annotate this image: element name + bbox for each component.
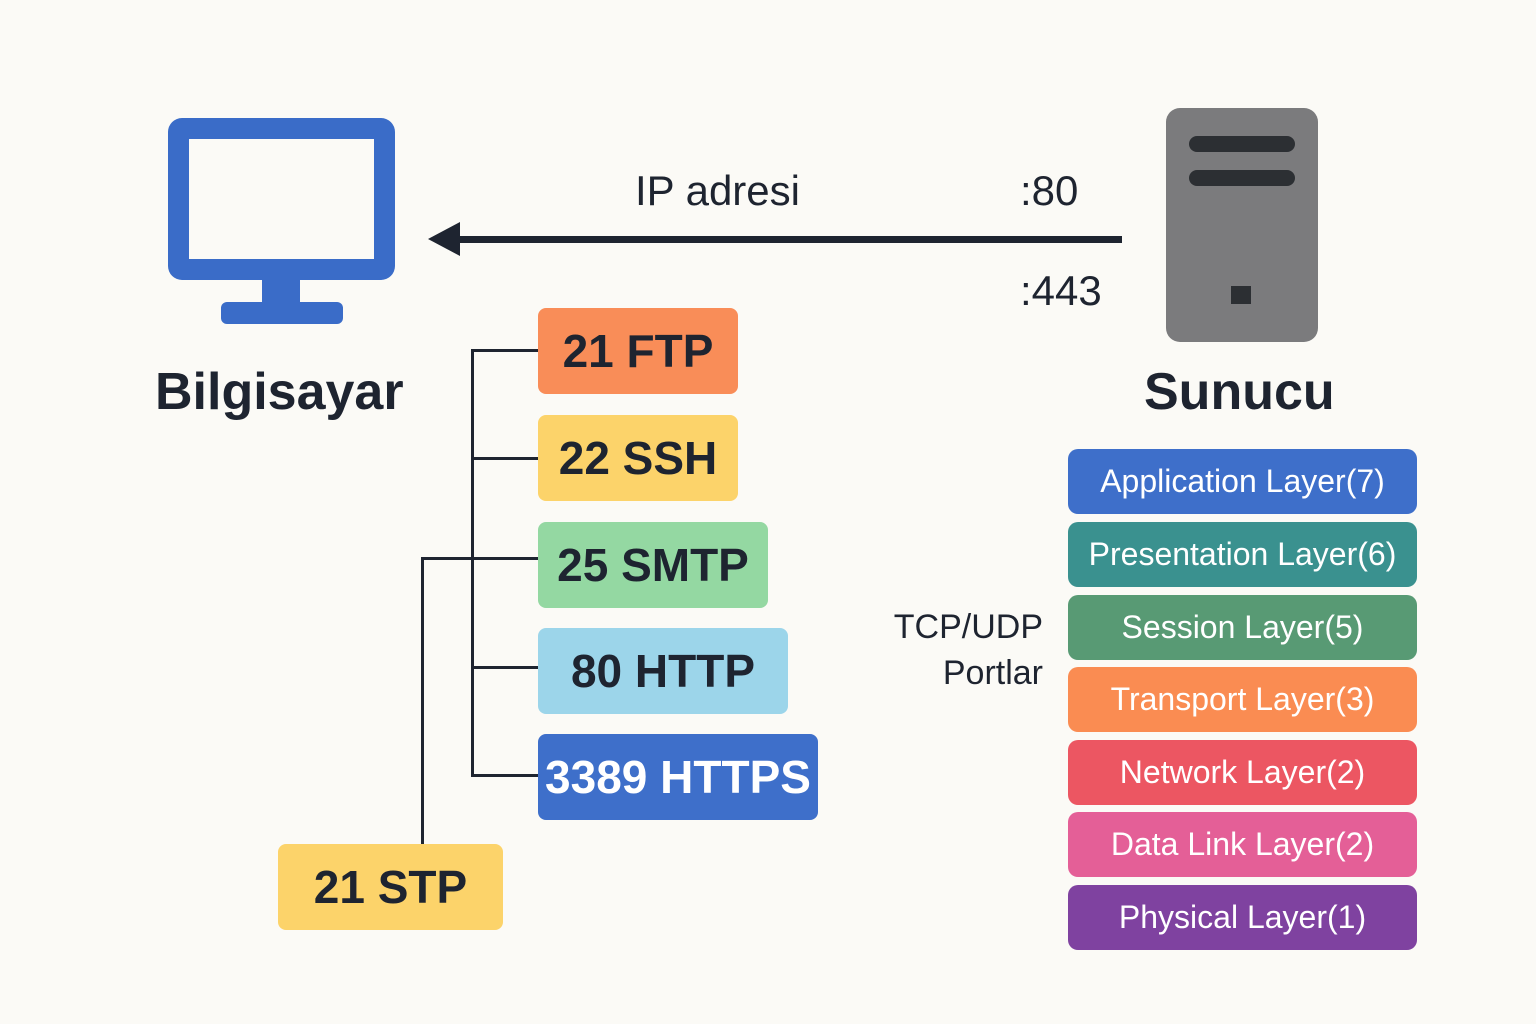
port-box-https: 3389 HTTPS — [538, 734, 818, 820]
monitor-base — [221, 302, 343, 324]
ip-address-label: IP adresi — [635, 167, 800, 214]
monitor-screen — [168, 118, 395, 280]
server-power-indicator — [1231, 286, 1251, 304]
tree-branch-line — [471, 666, 539, 669]
arrow-left-icon — [428, 222, 460, 256]
port-box-http: 80 HTTP — [538, 628, 788, 714]
tree-branch-line — [471, 457, 539, 460]
tree-trunk-line — [471, 349, 474, 777]
osi-layer-application: Application Layer(7) — [1068, 449, 1417, 514]
port-box-smtp: 25 SMTP — [538, 522, 768, 608]
tree-branch-line — [471, 349, 539, 352]
computer-label: Bilgisayar — [155, 363, 404, 421]
tree-branch-line — [421, 557, 539, 560]
osi-layer-network: Network Layer(2) — [1068, 740, 1417, 805]
osi-layer-data-link: Data Link Layer(2) — [1068, 812, 1417, 877]
tree-branch-line — [471, 774, 539, 777]
server-tower-icon — [1166, 108, 1318, 342]
side-label-line2: Portlar — [942, 654, 1043, 692]
osi-layer-physical: Physical Layer(1) — [1068, 885, 1417, 950]
server-label: Sunucu — [1144, 363, 1335, 421]
port-80-label: :80 — [1020, 167, 1079, 214]
port-443-label: :443 — [1020, 267, 1102, 314]
tree-secondary-line — [421, 557, 424, 845]
tcp-udp-ports-label: TCP/UDP Portlar — [868, 604, 1043, 696]
server-drive-slot — [1189, 136, 1295, 152]
server-drive-slot — [1189, 170, 1295, 186]
osi-layer-presentation: Presentation Layer(6) — [1068, 522, 1417, 587]
port-box-ftp: 21 FTP — [538, 308, 738, 394]
port-box-ssh: 22 SSH — [538, 415, 738, 501]
osi-layer-session: Session Layer(5) — [1068, 595, 1417, 660]
side-label-line1: TCP/UDP — [893, 608, 1043, 646]
connection-arrow-line — [452, 236, 1122, 243]
port-box-stp: 21 STP — [278, 844, 503, 930]
osi-layer-transport: Transport Layer(3) — [1068, 667, 1417, 732]
